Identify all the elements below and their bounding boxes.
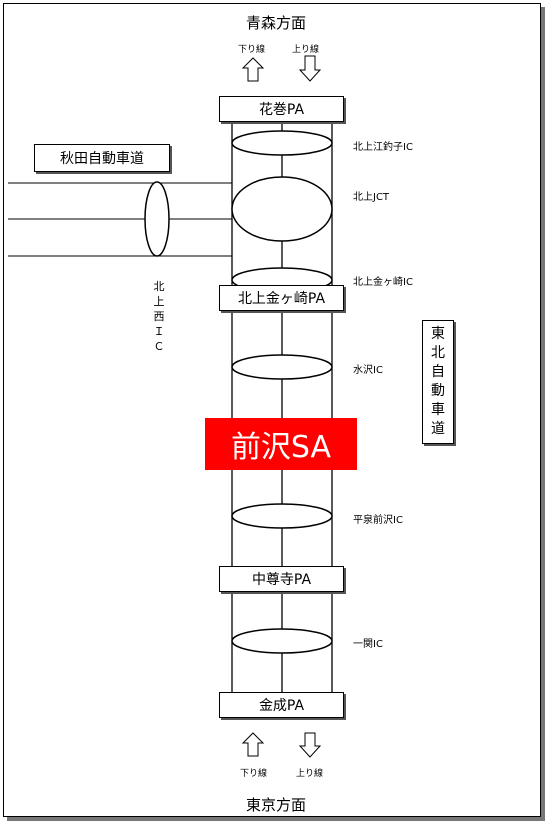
main-highway-label: 東北自動車道 [422, 320, 454, 444]
ic-label-ichinoseki: 一関IC [353, 639, 383, 650]
arrow-label-up: 上り線 [296, 769, 324, 779]
ic-label-kitakami-esashi: 北上江釣子IC [353, 142, 413, 153]
jct-kitakami-marker [231, 176, 333, 242]
ic-kitakami-esashi-marker [231, 130, 333, 156]
ic-label-hiraizumi-maesawa: 平泉前沢IC [353, 515, 403, 526]
arrow-up-icon [241, 57, 265, 82]
direction-south: 東京方面 [246, 796, 307, 814]
facility-kitakami-kanegasaki-pa: 北上金ヶ崎PA [219, 285, 344, 311]
facility-chusonji-pa: 中尊寺PA [219, 566, 344, 592]
arrow-label-down: 下り線 [240, 769, 268, 779]
arrow-up-icon [241, 732, 265, 757]
ic-hiraizumi-maesawa-marker [231, 503, 333, 529]
ic-mizusawa-marker [231, 354, 333, 380]
ic-label-kitakami-nishi: 北上西ＩＣ [153, 280, 165, 353]
arrow-label-up: 上り線 [292, 45, 320, 55]
arrow-down-icon [298, 55, 322, 82]
arrow-down-icon [298, 732, 322, 758]
ic-ichinoseki-marker [231, 628, 333, 654]
facility-maesawa-sa-highlight: 前沢SA [205, 418, 357, 470]
arrow-label-down: 下り線 [238, 45, 266, 55]
direction-north: 青森方面 [246, 14, 307, 32]
branch-highway-label: 秋田自動車道 [34, 144, 170, 172]
jct-label-kitakami: 北上JCT [353, 192, 390, 203]
ic-label-mizusawa: 水沢IC [353, 365, 383, 376]
facility-hanamaki-pa: 花巻PA [219, 96, 344, 122]
ic-kitakami-nishi-marker [144, 181, 170, 257]
facility-kannari-pa: 金成PA [219, 692, 344, 718]
ic-label-kitakami-kanegasaki: 北上金ヶ崎IC [353, 277, 413, 288]
